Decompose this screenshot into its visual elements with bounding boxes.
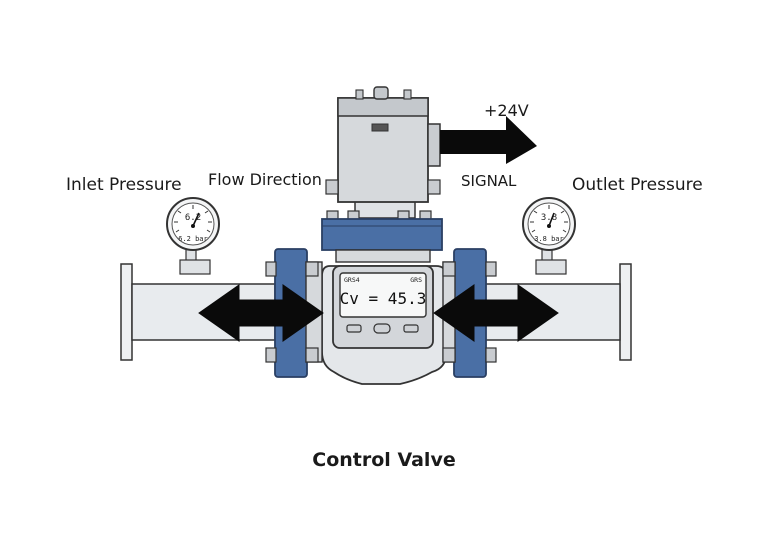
outlet-flow-arrow (433, 284, 559, 342)
inlet-gauge-fitting (179, 259, 211, 275)
actuator-top-cap (337, 97, 429, 117)
display-button-right[interactable] (403, 324, 419, 333)
bonnet-lower-plate (335, 249, 431, 263)
inlet-gauge-reading: 6.2 (185, 213, 201, 223)
actuator-top-knob (373, 86, 389, 100)
signal-label: SIGNAL (461, 172, 517, 190)
outlet-end-flange (619, 263, 632, 361)
flow-direction-label: Flow Direction (208, 170, 322, 189)
actuator-name-plate (371, 123, 389, 132)
outlet-gauge-reading: 3.8 (541, 213, 557, 223)
inlet-pressure-gauge: 6.2 6.2 bar (166, 197, 220, 251)
signal-arrow (440, 116, 537, 164)
display-header-right: GRS (410, 276, 422, 284)
outlet-pressure-gauge: 3.8 3.8 bar (522, 197, 576, 251)
display-value: Cv = 45.3 (340, 289, 427, 308)
diagram-title: Control Valve (312, 449, 456, 471)
display-button-center[interactable] (373, 323, 391, 334)
bonnet-flange (321, 218, 443, 251)
inlet-end-flange (120, 263, 133, 361)
actuator-side-port (427, 123, 441, 167)
display-header-left: GRS4 (344, 276, 360, 284)
inlet-gauge-unit-reading: 6.2 bar (178, 235, 208, 243)
outlet-pressure-label: Outlet Pressure (572, 175, 703, 195)
display-button-left[interactable] (346, 324, 362, 333)
display-screen (339, 272, 427, 318)
outlet-gauge-unit-reading: 3.8 bar (534, 235, 564, 243)
outlet-flange-bolts (442, 261, 497, 363)
actuator (325, 86, 441, 203)
valve-display: GRS4 GRS Cv = 45.3 (332, 265, 434, 349)
inlet-flange-bolts (265, 261, 319, 363)
inlet-flow-arrow (198, 284, 324, 342)
inlet-pressure-label: Inlet Pressure (66, 175, 182, 195)
supply-voltage-label: +24V (484, 101, 529, 120)
outlet-gauge-fitting (535, 259, 567, 275)
